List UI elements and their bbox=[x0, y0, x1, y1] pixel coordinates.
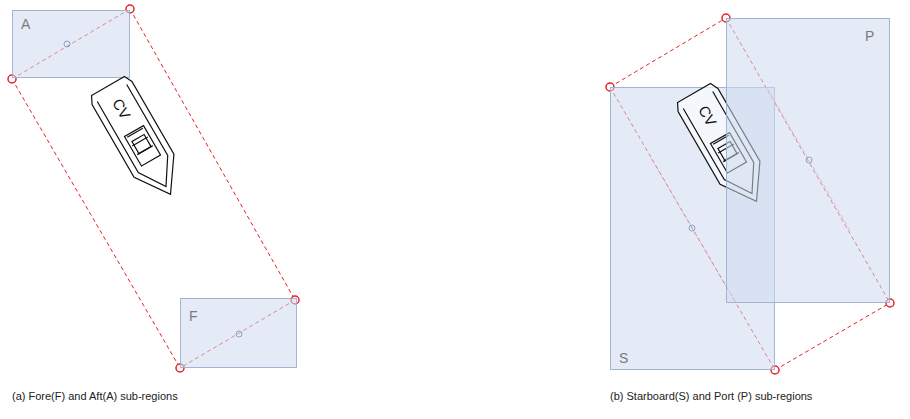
deck-detail bbox=[723, 153, 739, 162]
bridge bbox=[132, 135, 151, 154]
region-label: A bbox=[21, 17, 30, 31]
region-boundary bbox=[726, 18, 890, 303]
sub-region-box: A bbox=[12, 10, 130, 78]
vessel-outline: CV bbox=[85, 69, 191, 206]
deck-detail bbox=[127, 128, 143, 137]
region-boundary bbox=[12, 9, 130, 79]
superstructure bbox=[710, 133, 746, 173]
hull bbox=[88, 75, 190, 206]
bridge bbox=[718, 142, 737, 161]
region-boundary bbox=[610, 18, 726, 87]
subfigure-caption: (b) Starboard(S) and Port (P) sub-region… bbox=[610, 390, 812, 402]
region-boundary bbox=[775, 303, 890, 370]
centre-dot bbox=[236, 331, 242, 337]
superstructure bbox=[124, 126, 160, 166]
deck-detail bbox=[137, 146, 153, 155]
deck-detail bbox=[713, 135, 729, 144]
deck-detail bbox=[132, 137, 148, 146]
centre-dot bbox=[689, 225, 695, 231]
region-label: P bbox=[865, 29, 874, 43]
sub-region-box: F bbox=[180, 298, 297, 368]
centre-dot bbox=[806, 157, 812, 163]
deck-line bbox=[97, 84, 180, 195]
deck-detail bbox=[718, 144, 734, 153]
centre-dot bbox=[64, 41, 70, 47]
region-label: S bbox=[619, 351, 628, 365]
vessel-drawing bbox=[85, 69, 191, 206]
centre-dot-layer bbox=[726, 18, 890, 303]
subfigure-caption: (a) Fore(F) and Aft(A) sub-regions bbox=[12, 390, 178, 402]
region-label: F bbox=[189, 309, 198, 323]
sub-region-box: P bbox=[726, 18, 890, 303]
